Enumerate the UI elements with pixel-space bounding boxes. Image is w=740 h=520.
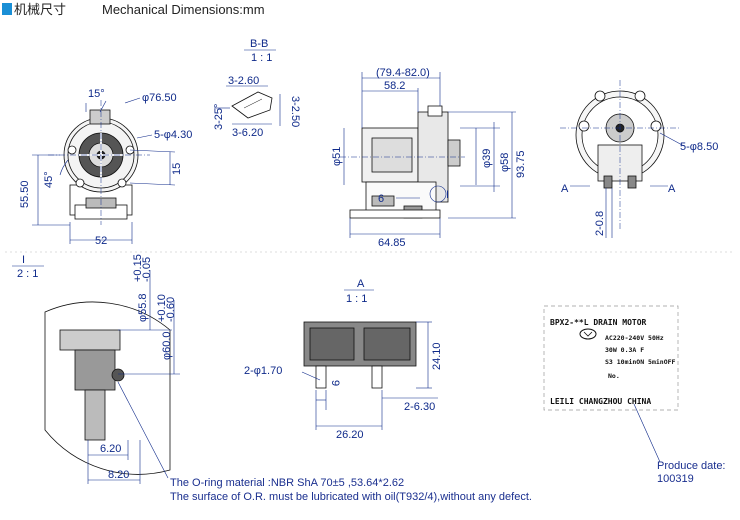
view-a-nine-label: 9: [329, 380, 341, 386]
detail-dia1-label: φ55.8: [137, 293, 149, 322]
nameplate-line3: 30W 0.3A F: [605, 346, 644, 354]
detail-i-scale: 2 : 1: [17, 268, 38, 280]
header-marker: [2, 3, 12, 15]
front-holes-label: 5-φ4.30: [154, 129, 192, 141]
front-width-label: 52: [95, 235, 107, 247]
right-dim-label: 2-0.8: [594, 211, 606, 236]
side-marker-i: I: [446, 189, 449, 201]
front-angle-label: 15°: [88, 88, 105, 100]
side-range-label: (79.4-82.0): [376, 67, 430, 79]
view-a-title: A: [357, 278, 365, 290]
view-a-holes-label: 2-φ1.70: [244, 365, 282, 377]
front-angle45-label: 45°: [43, 171, 55, 188]
header-title-cn: 机械尺寸: [14, 3, 66, 18]
section-bb-d3: 3-6.20: [232, 127, 263, 139]
nameplate-line2: AC220-240V 50Hz: [605, 334, 664, 342]
view-a-scale: 1 : 1: [346, 293, 367, 305]
section-bb-title: B-B: [250, 38, 268, 50]
right-marker-a-left: A: [561, 183, 569, 195]
nameplate-line4: S3 10minON 5minOFF: [605, 358, 676, 366]
note-oring: The O-ring material :NBR ShA 70±5 ,53.64…: [170, 477, 404, 489]
side-dia39-label: φ39: [481, 149, 493, 168]
nameplate-logo: [579, 328, 597, 340]
note-produce-value: 100319: [657, 473, 694, 485]
front-height-label: 55.50: [19, 180, 31, 208]
right-view: 5-φ8.50 A A 2-0.8: [560, 80, 718, 238]
detail-w1-label: 6.20: [100, 443, 121, 455]
detail-w2-label: 8.20: [108, 469, 129, 481]
nameplate-line1: BPX2-**L DRAIN MOTOR: [550, 318, 647, 327]
note-produce: Produce date:: [657, 460, 726, 472]
detail-i: I 2 : 1 φ55.8 +0.15 -0.05 φ60.0 +0.10 -0…: [12, 254, 180, 484]
front-outer-dia-label: φ76.50: [142, 92, 177, 104]
section-bb-d1: 3-2.60: [228, 75, 259, 87]
view-a-w-label: 2-6.30: [404, 401, 435, 413]
note-lube: The surface of O.R. must be lubricated w…: [170, 491, 532, 503]
right-holes-label: 5-φ8.50: [680, 141, 718, 153]
side-view: (79.4-82.0) 58.2 φ51 φ39 φ58 93.75 64.85…: [331, 67, 527, 249]
section-bb-scale: 1 : 1: [251, 52, 272, 64]
side-dia58-label: φ58: [499, 153, 511, 172]
detail-dia2-tol-dn: -0.60: [165, 297, 177, 322]
header-title-en: Mechanical Dimensions:mm: [102, 2, 265, 17]
detail-dia1-tol-up: +0.15: [132, 254, 144, 282]
side-six-label: 6: [378, 193, 384, 205]
section-bb: B-B 1 : 1 3-2.60 3-25° 3-6.20 3-2.50: [213, 38, 301, 139]
nameplate-line5: No.: [608, 372, 620, 380]
view-a-h-label: 24.10: [431, 342, 443, 370]
front-view-dims: 15° φ76.50 5-φ4.30 55.50 45° 15 52: [19, 88, 192, 247]
side-dia51-label: φ51: [331, 147, 343, 166]
nameplate: BPX2-**L DRAIN MOTOR AC220-240V 50Hz 30W…: [543, 305, 679, 463]
notes: The O-ring material :NBR ShA 70±5 ,53.64…: [170, 460, 726, 503]
detail-dia2-tol-up: +0.10: [156, 294, 168, 322]
view-a: A 1 : 1 2-φ1.70 24.10 9 2-6.30 26.20: [244, 278, 443, 441]
side-base-label: 64.85: [378, 237, 406, 249]
section-bb-d4: 3-2.50: [289, 96, 301, 127]
detail-dia1-tol-dn: -0.05: [141, 257, 153, 282]
side-length-label: 58.2: [384, 80, 405, 92]
nameplate-line6: LEILI CHANGZHOU CHINA: [550, 397, 651, 406]
section-bb-d2: 3-25°: [213, 104, 225, 130]
right-marker-a-right: A: [668, 183, 676, 195]
detail-i-title: I: [22, 254, 25, 266]
front-view: [32, 97, 176, 244]
front-dim15-label: 15: [171, 163, 183, 175]
view-a-total-label: 26.20: [336, 429, 364, 441]
side-height-label: 93.75: [515, 150, 527, 178]
header: 机械尺寸 Mechanical Dimensions:mm: [2, 2, 265, 18]
detail-dia2-label: φ60.0: [161, 331, 173, 360]
